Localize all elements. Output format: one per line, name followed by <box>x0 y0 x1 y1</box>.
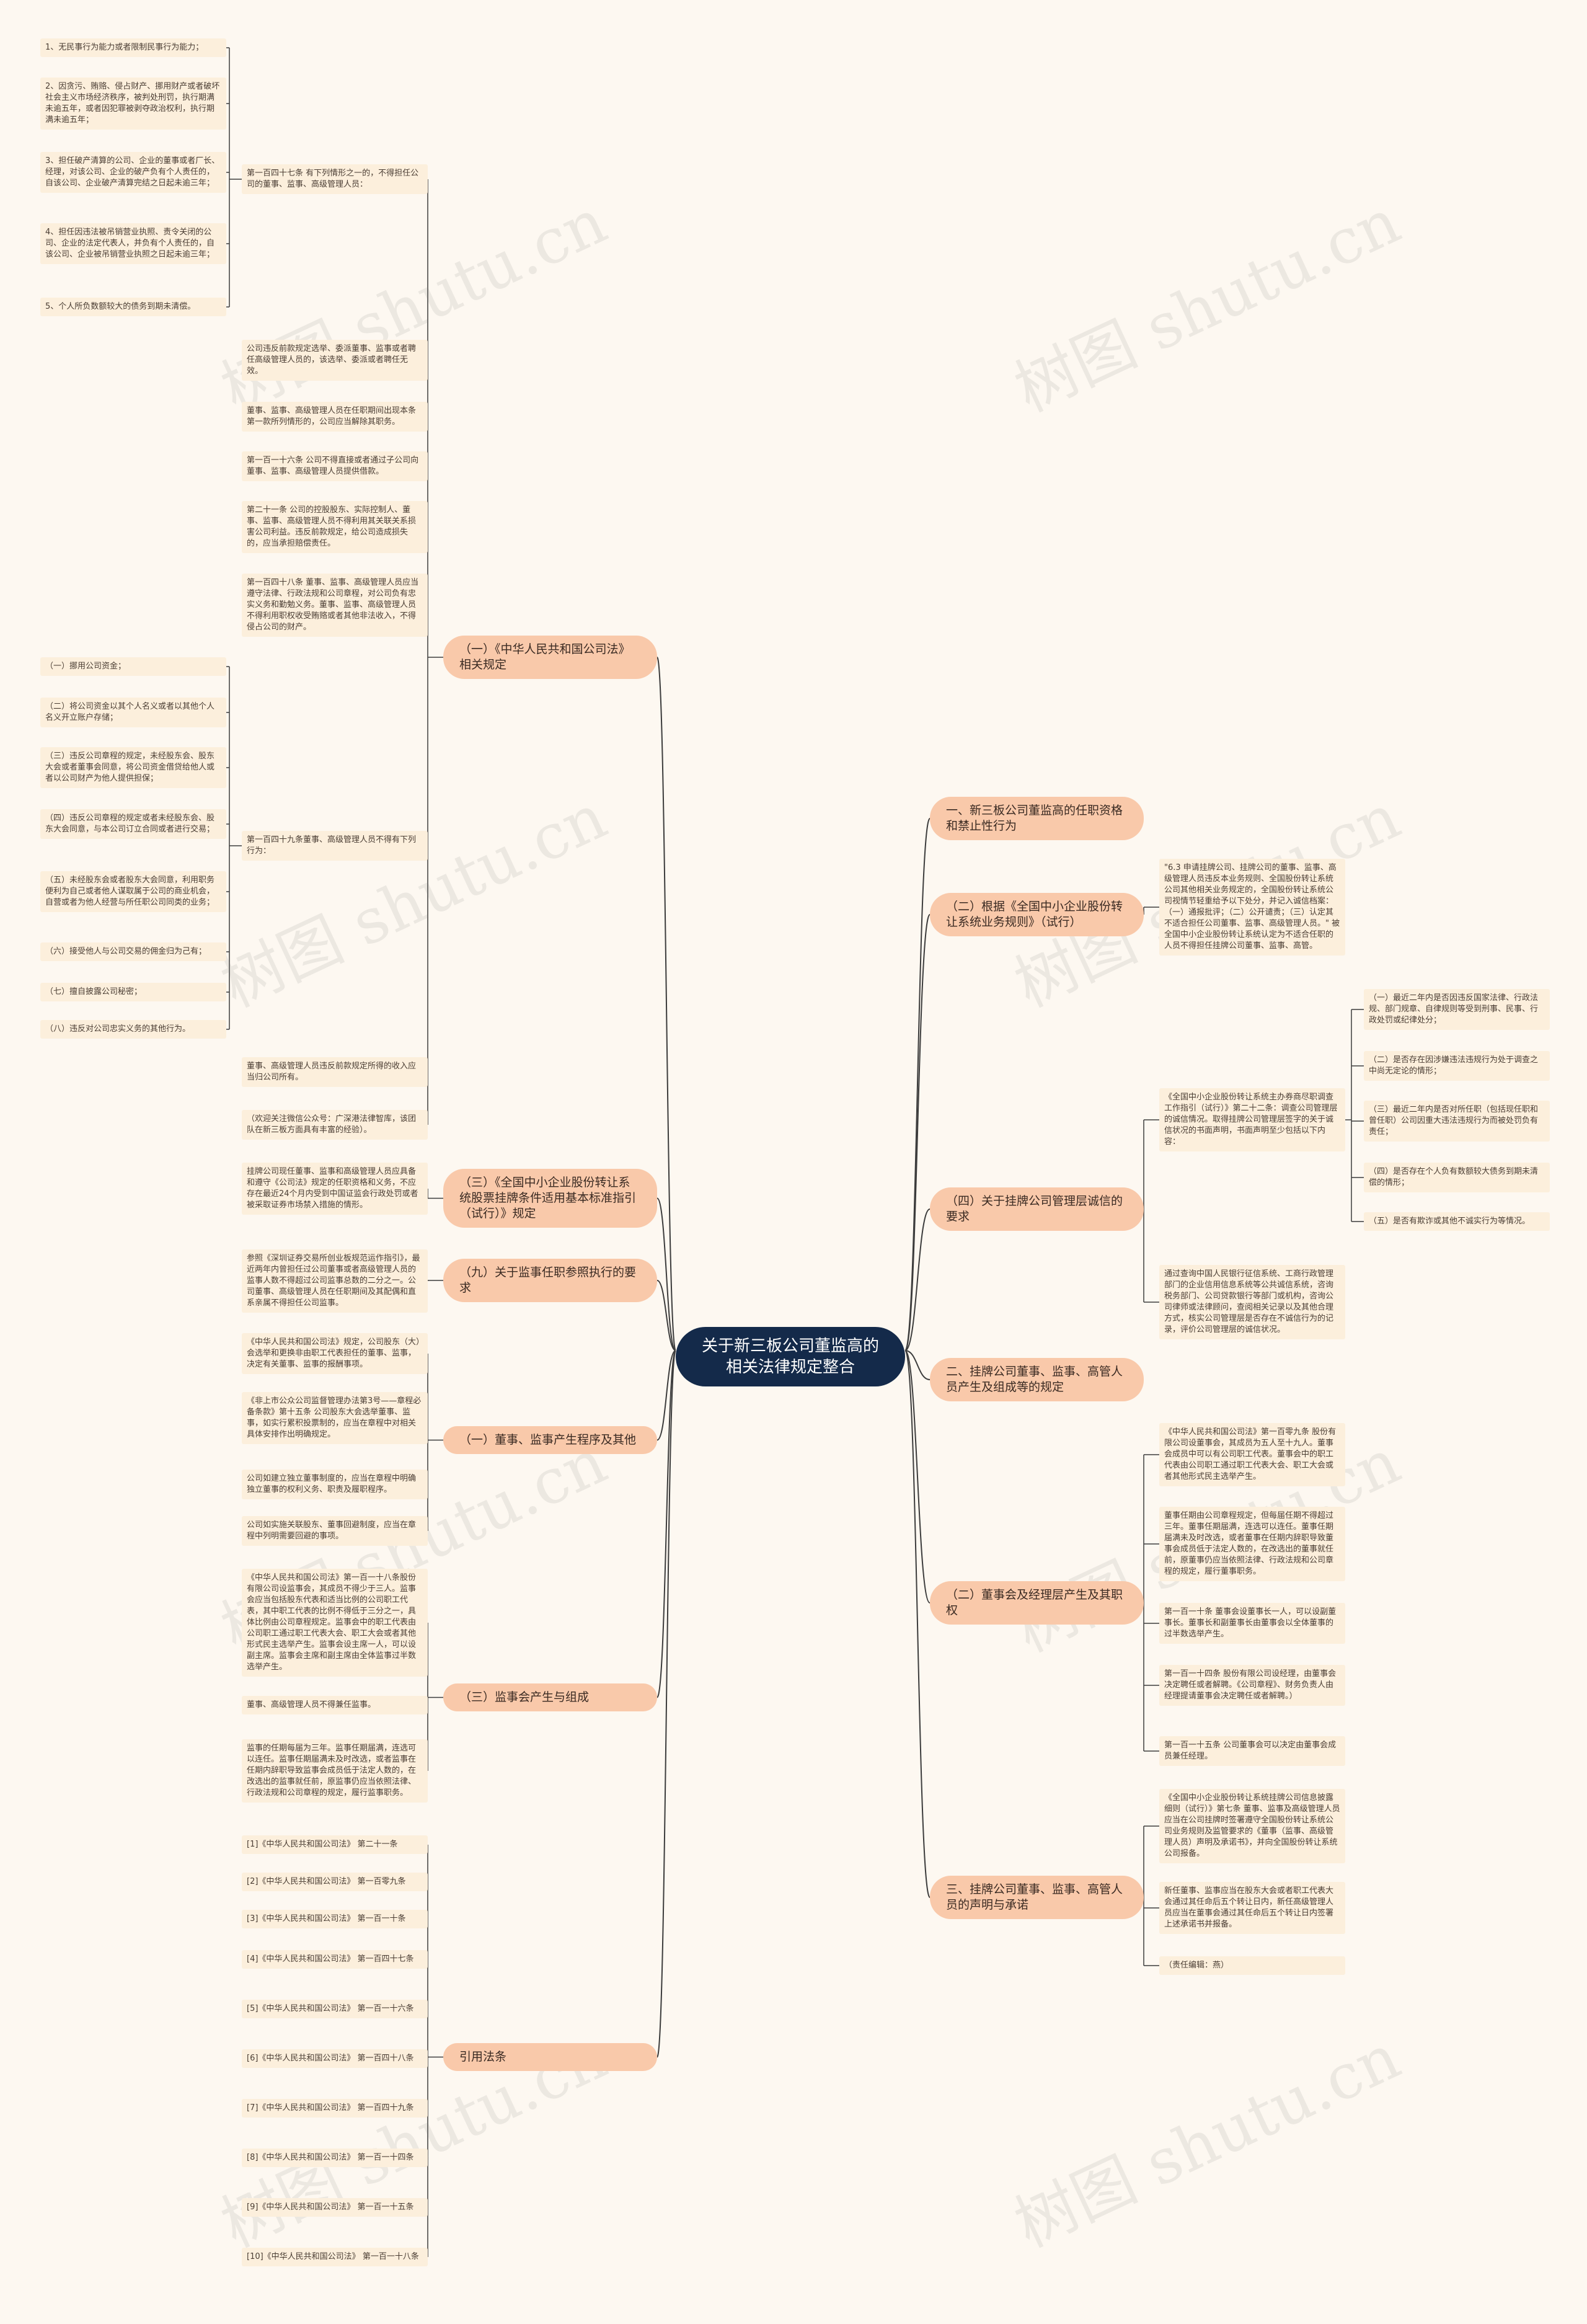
leaf-node[interactable]: 1、无民事行为能力或者限制民事行为能力； <box>40 38 226 57</box>
leaf-node[interactable]: 《全国中小企业股份转让系统主办券商尽职调查工作指引（试行）》第二十二条：调查公司… <box>1159 1088 1345 1151</box>
left-branch[interactable]: （九）关于监事任职参照执行的要求 <box>443 1259 657 1302</box>
leaf-node[interactable]: （四）是否存在个人负有数额较大债务到期未清偿的情形； <box>1364 1163 1550 1192</box>
leaf-node[interactable]: 第二十一条 公司的控股股东、实际控制人、董事、监事、高级管理人员不得利用其关联关… <box>242 501 428 553</box>
leaf-node[interactable]: 第一百四十八条 董事、监事、高级管理人员应当遵守法律、行政法规和公司章程，对公司… <box>242 574 428 637</box>
leaf-node[interactable]: 第一百一十四条 股份有限公司设经理，由董事会决定聘任或者解聘。《公司章程》、财务… <box>1159 1665 1345 1706</box>
leaf-node[interactable]: [8]《中华人民共和国公司法》 第一百一十四条 <box>242 2149 428 2167</box>
leaf-node[interactable]: 《中华人民共和国公司法》第一百零九条 股份有限公司设董事会，其成员为五人至十九人… <box>1159 1423 1345 1486</box>
right-branch[interactable]: （二）根据《全国中小企业股份转让系统业务规则》（试行） <box>930 893 1144 936</box>
leaf-node[interactable]: （五）是否有欺诈或其他不诚实行为等情况。 <box>1364 1212 1550 1231</box>
right-branch[interactable]: （四）关于挂牌公司管理层诚信的要求 <box>930 1187 1144 1231</box>
leaf-node[interactable]: [4]《中华人民共和国公司法》 第一百四十七条 <box>242 1950 428 1969</box>
leaf-node[interactable]: [6]《中华人民共和国公司法》 第一百四十八条 <box>242 2049 428 2068</box>
leaf-node[interactable]: 4、担任因违法被吊销营业执照、责令关闭的公司、企业的法定代表人，并负有个人责任的… <box>40 223 226 264</box>
leaf-node[interactable]: （欢迎关注微信公众号：广深港法律智库，该团队在新三板方面具有丰富的经验）。 <box>242 1110 428 1140</box>
left-branch[interactable]: （三）《全国中小企业股份转让系统股票挂牌条件适用基本标准指引（试行）》规定 <box>443 1169 657 1228</box>
connector <box>904 1350 931 1898</box>
leaf-node[interactable]: 公司违反前款规定选举、委派董事、监事或者聘任高级管理人员的，该选举、委派或者聘任… <box>242 340 428 381</box>
leaf-node[interactable]: 公司如建立独立董事制度的，应当在章程中明确独立董事的权利义务、职责及履职程序。 <box>242 1470 428 1499</box>
right-branch[interactable]: 二、挂牌公司董事、监事、高管人员产生及组成等的规定 <box>930 1358 1144 1401</box>
right-branch[interactable]: 三、挂牌公司董事、监事、高管人员的声明与承诺 <box>930 1876 1144 1919</box>
leaf-node[interactable]: （三）最近二年内是否对所任职（包括现任职和曾任职）公司因重大违法违规行为而被处罚… <box>1364 1101 1550 1142</box>
connector <box>656 1197 676 1351</box>
right-branch[interactable]: （二）董事会及经理层产生及其职权 <box>930 1581 1144 1625</box>
leaf-node[interactable]: 董事、高级管理人员不得兼任监事。 <box>242 1696 428 1714</box>
leaf-node[interactable]: 董事任期由公司章程规定，但每届任期不得超过三年。董事任期届满，连选可以连任。董事… <box>1159 1507 1345 1581</box>
leaf-node[interactable]: 董事、监事、高级管理人员在任职期间出现本条第一款所列情形的，公司应当解除其职务。 <box>242 402 428 432</box>
leaf-node[interactable]: "6.3 申请挂牌公司、挂牌公司的董事、监事、高级管理人员违反本业务规则、全国股… <box>1159 859 1345 956</box>
leaf-node[interactable]: 公司如实施关联股东、董事回避制度，应当在章程中列明需要回避的事项。 <box>242 1516 428 1546</box>
leaf-node[interactable]: 《中华人民共和国公司法》规定，公司股东（大）会选举和更换非由职工代表担任的董事、… <box>242 1333 428 1374</box>
leaf-node[interactable]: （二）是否存在因涉嫌违法违规行为处于调查之中尚无定论的情形； <box>1364 1051 1550 1081</box>
right-branch[interactable]: 一、新三板公司董监高的任职资格和禁止性行为 <box>930 797 1144 840</box>
connector <box>656 1280 676 1351</box>
leaf-node[interactable]: 《全国中小企业股份转让系统挂牌公司信息披露细则（试行）》第七条 董事、监事及高级… <box>1159 1789 1345 1863</box>
leaf-node[interactable]: 第一百四十七条 有下列情形之一的，不得担任公司的董事、监事、高级管理人员： <box>242 164 428 194</box>
leaf-node[interactable]: 通过查询中国人民银行征信系统、工商行政管理部门的企业信用信息系统等公共诚信系统，… <box>1159 1265 1345 1339</box>
left-branch[interactable]: （一）《中华人民共和国公司法》相关规定 <box>443 636 657 679</box>
left-branch[interactable]: （一）董事、监事产生程序及其他 <box>443 1426 657 1454</box>
leaf-node[interactable]: 3、担任破产清算的公司、企业的董事或者厂长、经理，对该公司、企业的破产负有个人责… <box>40 152 226 193</box>
leaf-node[interactable]: 第一百四十九条董事、高级管理人员不得有下列行为： <box>242 831 428 861</box>
leaf-node[interactable]: [3]《中华人民共和国公司法》 第一百一十条 <box>242 1910 428 1928</box>
leaf-node[interactable]: （一）最近二年内是否因违反国家法律、行政法规、部门规章、自律规则等受到刑事、民事… <box>1364 989 1550 1030</box>
leaf-node[interactable]: [1]《中华人民共和国公司法》 第二十一条 <box>242 1835 428 1854</box>
connector <box>904 1350 931 1603</box>
leaf-node[interactable]: 第一百一十条 董事会设董事长一人，可以设副董事长。董事长和副董事长由董事会以全体… <box>1159 1603 1345 1644</box>
leaf-node[interactable]: 监事的任期每届为三年。监事任期届满，连选可以连任。监事任期届满未及时改选，或者监… <box>242 1739 428 1803</box>
leaf-node[interactable]: 2、因贪污、贿赂、侵占财产、挪用财产或者破坏社会主义市场经济秩序，被判处刑罚，执… <box>40 78 226 130</box>
connector <box>904 1350 931 1380</box>
root-node[interactable]: 关于新三板公司董监高的 相关法律规定整合 <box>676 1327 905 1386</box>
leaf-node[interactable]: （四）违反公司章程的规定或者未经股东会、股东大会同意，与本公司订立合同或者进行交… <box>40 809 226 839</box>
leaf-node[interactable]: 第一百一十六条 公司不得直接或者通过子公司向董事、监事、高级管理人员提供借款。 <box>242 451 428 481</box>
leaf-node[interactable]: 《非上市公众公司监督管理办法第3号——章程必备条款》第十五条 公司股东大会选举董… <box>242 1392 428 1444</box>
leaf-node[interactable]: （七）擅自披露公司秘密； <box>40 983 226 1001</box>
leaf-node[interactable]: 董事、高级管理人员违反前款规定所得的收入应当归公司所有。 <box>242 1057 428 1087</box>
leaf-node[interactable]: [5]《中华人民共和国公司法》 第一百一十六条 <box>242 2000 428 2018</box>
leaf-node[interactable]: （八）违反对公司忠实义务的其他行为。 <box>40 1020 226 1039</box>
connector <box>904 1209 931 1351</box>
connector <box>656 1350 676 1441</box>
connector <box>656 1350 676 2058</box>
leaf-node[interactable]: [2]《中华人民共和国公司法》 第一百零九条 <box>242 1873 428 1891</box>
leaf-node[interactable]: （一）挪用公司资金； <box>40 657 226 676</box>
connector <box>656 1350 676 1698</box>
connector <box>904 818 931 1351</box>
leaf-node[interactable]: 《中华人民共和国公司法》第一百一十八条股份有限公司设监事会，其成员不得少于三人。… <box>242 1569 428 1677</box>
leaf-node[interactable]: [7]《中华人民共和国公司法》 第一百四十九条 <box>242 2099 428 2118</box>
connector <box>656 657 676 1351</box>
leaf-node[interactable]: （责任编辑：燕） <box>1159 1956 1345 1975</box>
leaf-node[interactable]: 第一百一十五条 公司董事会可以决定由董事会成员兼任经理。 <box>1159 1736 1345 1766</box>
leaf-node[interactable]: 新任董事、监事应当在股东大会或者职工代表大会通过其任命后五个转让日内，新任高级管… <box>1159 1882 1345 1934</box>
left-branch[interactable]: （三）监事会产生与组成 <box>443 1683 657 1711</box>
leaf-node[interactable]: 挂牌公司现任董事、监事和高级管理人员应具备和遵守《公司法》规定的任职资格和义务，… <box>242 1163 428 1215</box>
leaf-node[interactable]: [10]《中华人民共和国公司法》 第一百一十八条 <box>242 2248 428 2266</box>
leaf-node[interactable]: （五）未经股东会或者股东大会同意，利用职务便利为自己或者他人谋取属于公司的商业机… <box>40 871 226 912</box>
leaf-node[interactable]: 参照《深圳证券交易所创业板规范运作指引》，最近两年内曾担任过公司董事或者高级管理… <box>242 1249 428 1313</box>
left-branch[interactable]: 引用法条 <box>443 2043 657 2071</box>
leaf-node[interactable]: 5、个人所负数额较大的债务到期未清偿。 <box>40 298 226 316</box>
leaf-node[interactable]: （六）接受他人与公司交易的佣金归为己有； <box>40 942 226 961</box>
leaf-node[interactable]: （二）将公司资金以其个人名义或者以其他个人名义开立账户存储； <box>40 698 226 727</box>
leaf-node[interactable]: （三）违反公司章程的规定，未经股东会、股东大会或者董事会同意，将公司资金借贷给他… <box>40 747 226 788</box>
connector <box>904 914 931 1351</box>
leaf-node[interactable]: [9]《中华人民共和国公司法》 第一百一十五条 <box>242 2198 428 2217</box>
